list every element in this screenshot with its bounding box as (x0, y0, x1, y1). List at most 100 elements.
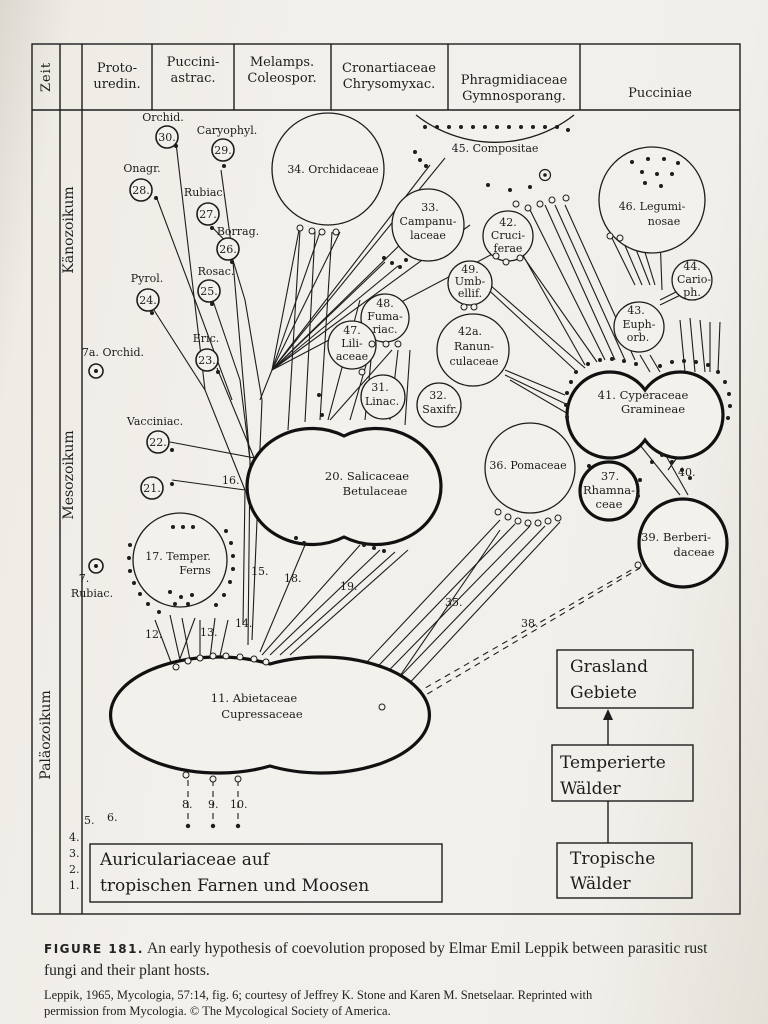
caption-source: Leppik, 1965, Mycologia, 57:14, fig. 6; … (44, 988, 593, 1018)
svg-text:Eric.: Eric. (193, 332, 219, 345)
svg-text:Wälder: Wälder (560, 779, 622, 799)
node-31: 31.Linac. (360, 374, 406, 420)
branch-label: 4. (69, 831, 80, 844)
svg-text:Rosac.: Rosac. (198, 265, 235, 278)
host-circles: 34. Orchidaceae 45. Compositae 33.Campan… (132, 112, 713, 608)
svg-text:Linac.: Linac. (365, 395, 399, 408)
svg-text:Betulaceae: Betulaceae (343, 484, 408, 498)
branch-label: 6. (107, 811, 118, 824)
node-29: 29.Caryophyl. (197, 124, 257, 162)
svg-text:Gramineae: Gramineae (621, 402, 685, 416)
svg-text:Umb-: Umb- (455, 275, 486, 288)
open-markers (172, 194, 642, 783)
node-24: 24. Pyrol. (131, 272, 164, 312)
svg-text:24.: 24. (139, 294, 157, 307)
svg-text:Temperierte: Temperierte (560, 753, 666, 773)
node-44: 44.Cario-ph. (671, 259, 713, 301)
column-header: Pucciniae (628, 86, 692, 101)
svg-text:47.: 47. (343, 324, 361, 337)
column-header: Coleospor. (247, 71, 316, 86)
svg-text:42.: 42. (499, 216, 517, 229)
caption-text-block: FIGURE 181. An early hypothesis of coevo… (44, 938, 744, 981)
node-45: 45. Compositae (415, 114, 575, 155)
svg-text:Cupressaceae: Cupressaceae (221, 707, 303, 721)
branch-label: 5. (84, 814, 95, 827)
svg-text:Rhamna-: Rhamna- (583, 483, 635, 497)
node-17: 17. Temper.Ferns (132, 512, 228, 608)
node-39: 39. Berberi- daceae (637, 497, 729, 589)
svg-text:44.: 44. (683, 260, 701, 273)
svg-text:7a. Orchid.: 7a. Orchid. (82, 346, 144, 359)
svg-text:Rubiac.: Rubiac. (184, 186, 226, 199)
svg-text:Wälder: Wälder (570, 874, 632, 894)
svg-text:Pyrol.: Pyrol. (131, 272, 164, 285)
node-46: 46. Legumi-nosae (598, 146, 706, 254)
svg-text:riac.: riac. (373, 323, 398, 336)
node-7: 7.Rubiac. (71, 558, 113, 600)
node-28: 28.Onagr. (123, 162, 161, 202)
dashed-branches (187, 564, 641, 825)
column-header: Phragmidiaceae (461, 73, 568, 88)
svg-text:Vacciniac.: Vacciniac. (126, 415, 183, 428)
branch-label: 35. (445, 596, 463, 609)
era-mesozoikum: Mesozoikum (61, 430, 77, 519)
coevolution-diagram: Zeit Proto- uredin. Puccini- astrac. Mel… (31, 43, 741, 915)
svg-text:Rubiac.: Rubiac. (71, 587, 113, 600)
node-37: 37. Rhamna- ceae (578, 460, 640, 522)
svg-text:27.: 27. (199, 208, 217, 221)
node-26: 26.Borrag. (216, 225, 259, 261)
svg-text:23.: 23. (198, 354, 216, 367)
node-42a: 42a.Ranun-culaceae (436, 313, 510, 387)
branch-label: 15. (251, 565, 269, 578)
svg-text:36. Pomaceae: 36. Pomaceae (489, 459, 566, 472)
svg-text:39. Berberi-: 39. Berberi- (641, 530, 711, 544)
node-7a: 7a. Orchid. (82, 346, 144, 379)
column-header: Chrysomyxac. (343, 77, 436, 92)
temperierte-box: Temperierte Wälder (551, 744, 694, 802)
svg-text:orb.: orb. (627, 331, 649, 344)
branch-label: 9. (208, 798, 219, 811)
branch-label: 40. (678, 466, 696, 479)
branch-label: 3. (69, 847, 80, 860)
svg-text:Ferns: Ferns (179, 564, 211, 577)
svg-text:Caryophyl.: Caryophyl. (197, 124, 257, 137)
node-27: 27. Rubiac. (184, 186, 226, 226)
figure-caption: FIGURE 181. An early hypothesis of coevo… (44, 938, 744, 1019)
era-palaeozoikum: Paläozoikum (38, 690, 54, 779)
svg-text:Onagr.: Onagr. (123, 162, 160, 175)
auriculariaceae-box: Auriculariaceae auf tropischen Farnen un… (89, 843, 443, 903)
column-header: astrac. (170, 71, 215, 86)
node-34: 34. Orchidaceae (271, 112, 385, 226)
branch-label: 19. (340, 580, 358, 593)
branch-label: 10. (230, 798, 248, 811)
svg-text:Ranun-: Ranun- (454, 340, 494, 353)
svg-text:ph.: ph. (683, 286, 701, 299)
svg-text:Gebiete: Gebiete (570, 683, 637, 703)
svg-text:Euph-: Euph- (623, 318, 656, 331)
up-arrow (603, 709, 613, 843)
node-43: 43.Euph-orb. (613, 301, 665, 353)
column-header: Cronartiaceae (342, 61, 436, 76)
svg-text:Orchid.: Orchid. (142, 111, 184, 124)
branch-label: 14. (235, 617, 253, 630)
svg-text:21.: 21. (143, 482, 161, 495)
node-23: 23. Eric. (193, 332, 219, 372)
caption-text: An early hypothesis of coevolution propo… (44, 940, 708, 979)
node-48: 48.Fuma-riac. (360, 293, 410, 343)
svg-text:Saxifr.: Saxifr. (422, 403, 457, 416)
svg-text:11. Abietaceae: 11. Abietaceae (211, 691, 298, 705)
svg-text:46. Legumi-: 46. Legumi- (619, 200, 686, 213)
branch-label: 18. (284, 572, 302, 585)
node-36: 36. Pomaceae (484, 422, 576, 514)
svg-text:Cario-: Cario- (677, 273, 711, 286)
svg-text:Tropische: Tropische (570, 849, 655, 869)
node-47: 47.Lili-aceae (327, 320, 377, 370)
svg-text:17. Temper.: 17. Temper. (145, 550, 211, 563)
svg-text:34. Orchidaceae: 34. Orchidaceae (287, 163, 378, 176)
node-42: 42.Cruci-ferae (482, 210, 534, 262)
svg-text:Lili-: Lili- (341, 337, 363, 350)
svg-text:43.: 43. (627, 304, 645, 317)
svg-text:aceae: aceae (336, 350, 368, 363)
svg-text:20. Salicaceae: 20. Salicaceae (325, 469, 409, 483)
